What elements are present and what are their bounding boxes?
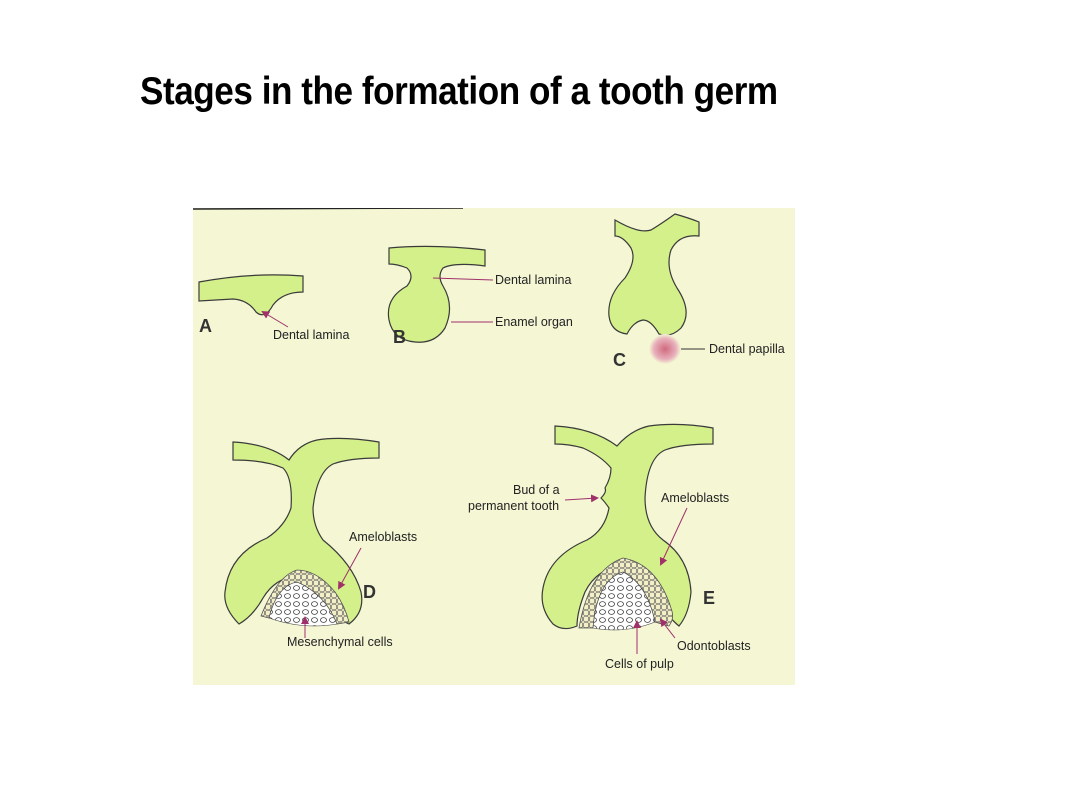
stage-b-lamina-pointer	[432, 277, 494, 281]
stage-d-diagram: D Ameloblasts Mesenchymal cells	[224, 437, 417, 649]
stage-a-label: A	[199, 316, 212, 336]
figure-top-border	[193, 208, 464, 210]
stage-e-bud-pointer	[564, 494, 599, 503]
slide-title: Stages in the formation of a tooth germ	[140, 70, 778, 113]
stage-d-ameloblasts-label: Ameloblasts	[349, 530, 417, 544]
stage-a-arrow	[261, 310, 289, 328]
stage-c-label: C	[613, 350, 626, 370]
stage-a-epithelium	[198, 274, 304, 316]
stage-e-pulp-cells	[592, 571, 656, 631]
stage-b-dental-lamina-label: Dental lamina	[495, 273, 571, 287]
stage-a-dental-lamina-label: Dental lamina	[273, 328, 349, 342]
stage-d-ameloblasts-pointer	[338, 547, 362, 590]
stage-a-diagram: A Dental lamina	[198, 274, 349, 342]
stage-e-bud-label-line2: permanent tooth	[468, 499, 559, 513]
stage-e-bud-label-line1: Bud of a	[513, 483, 560, 497]
stage-b-label: B	[393, 327, 406, 347]
stage-e-ameloblasts-label: Ameloblasts	[661, 491, 729, 505]
stage-e-cells-of-pulp-label: Cells of pulp	[605, 657, 674, 671]
stage-c-diagram: C Dental papilla	[608, 213, 785, 370]
stage-b-enamel-organ-label: Enamel organ	[495, 315, 573, 329]
stage-c-dental-papilla	[649, 334, 681, 364]
stage-c-enamel-organ	[608, 213, 700, 336]
stage-d-mesenchymal-cells	[268, 581, 338, 627]
stage-b-diagram: B Dental lamina Enamel organ	[387, 245, 573, 347]
stage-e-ameloblasts-pointer	[659, 507, 688, 566]
stage-c-dental-papilla-label: Dental papilla	[709, 342, 785, 356]
stage-e-odontoblasts-pointer	[659, 618, 676, 639]
stage-e-label: E	[703, 588, 715, 608]
stage-b-enamel-organ	[387, 245, 486, 343]
stage-d-label: D	[363, 582, 376, 602]
tooth-germ-figure: A Dental lamina B Dental lamina Enamel o…	[193, 208, 795, 685]
stage-e-diagram: E Bud of a permanent tooth Ameloblasts O…	[468, 423, 751, 671]
stage-d-mesenchymal-cells-label: Mesenchymal cells	[287, 635, 393, 649]
stage-e-odontoblasts-label: Odontoblasts	[677, 639, 751, 653]
